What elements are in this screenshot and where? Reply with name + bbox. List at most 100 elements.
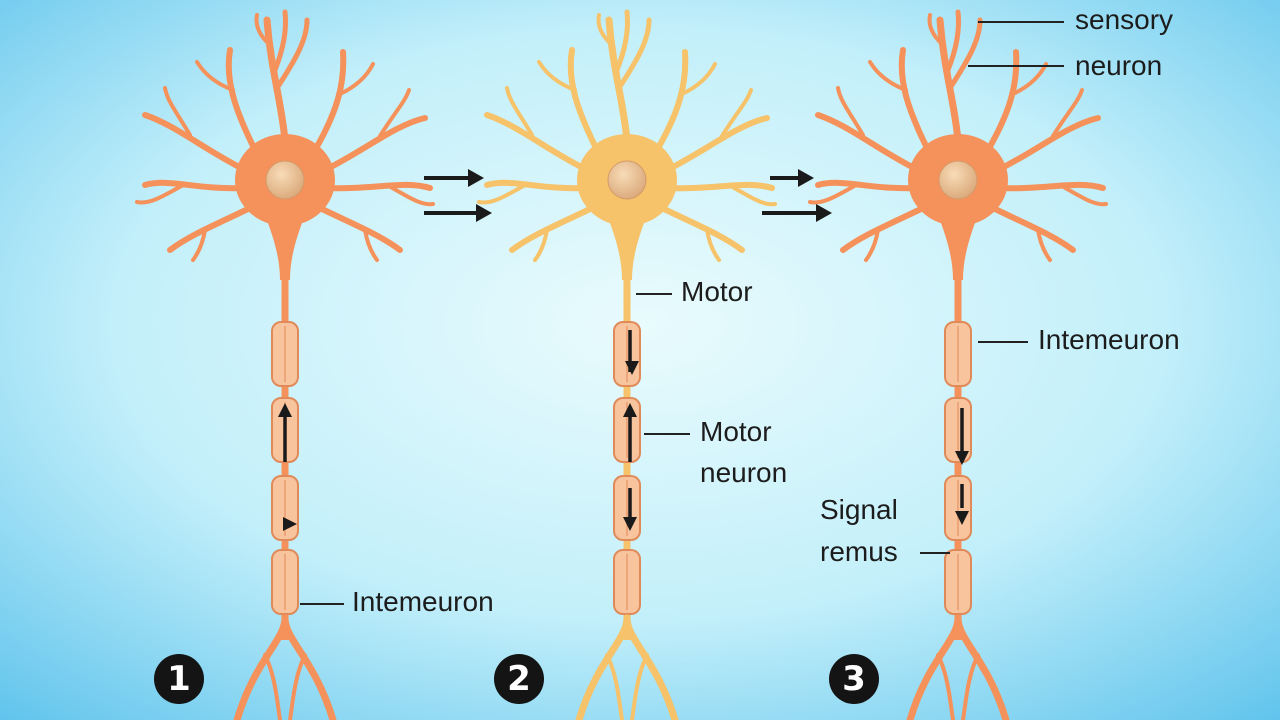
nucleus [607,160,647,200]
signal-arrow-head [623,403,637,417]
dendrite [276,17,310,88]
label-leader-lines [300,21,1064,605]
dendrite [1051,88,1084,138]
dendrite [505,86,534,137]
dendrite [720,88,753,138]
myelin-segment [271,475,299,541]
dendrite [1036,228,1052,262]
dendrite [191,228,207,262]
myelin-segment [944,321,972,387]
dendrite [614,9,630,73]
dendrite [995,181,1106,192]
step-arrows-1-to-2 [424,169,492,222]
dendrite [567,47,600,153]
dendrite [727,183,777,207]
dendrite [945,9,961,73]
dendrite [836,86,865,137]
dendrite [312,49,347,153]
neuron-3 [808,9,1108,724]
myelin-segment [613,549,641,615]
myelin-segment [271,321,299,387]
dendrite [363,228,379,262]
myelin-segment [613,397,641,463]
axon-hillock [605,210,649,280]
step-arrows-layer [424,169,832,222]
axon-hillock [263,210,307,280]
label-interneuron-left: Intemeuron [352,586,494,617]
dendrite [385,183,435,207]
label-signal-line1: Signal [820,494,898,525]
signal-arrow-head [625,361,639,375]
axon-hillock [936,210,980,280]
dendrite [808,182,860,205]
axon-terminal [605,653,624,722]
dendrite [680,62,717,96]
label-signal-line2: remus [820,536,898,567]
axon-terminal [623,614,679,724]
dendrite [605,16,631,144]
signal-arrow-head [278,403,292,417]
step-arrow-head [476,204,492,222]
step-arrow-head [468,169,484,187]
dendrite [815,112,921,173]
myelin-segment [944,397,972,463]
dendrite [936,16,962,144]
label-interneuron-right: Intemeuron [1038,324,1180,355]
label-sensory: sensory [1075,4,1174,35]
dendrite [995,115,1101,173]
dendrite [654,49,689,153]
label-motor: Motor [681,276,753,307]
signal-arrows [278,330,969,531]
dendrite [322,181,433,192]
dendrite [484,112,590,173]
myelin-segment [613,475,641,541]
axon-terminal [954,614,1010,724]
signal-arrow-head [955,451,969,465]
neurons-layer [135,9,1108,724]
signal-arrow-head [283,517,297,531]
step-arrows-2-to-3 [762,169,832,222]
myelin-segment [271,549,299,615]
axon-terminal [288,653,307,722]
dendrite [338,62,375,96]
nucleus [265,160,305,200]
step-badge-1: 1 [154,654,204,704]
dendrite [195,60,235,92]
dendrite [664,181,775,192]
axon-terminal [263,653,282,722]
dendrite [868,60,908,92]
step-badge-3: 3 [829,654,879,704]
neuron-2 [477,9,777,724]
label-motor-neuron-line1: Motor [700,416,772,447]
signal-arrow-head [955,511,969,525]
dendrite [135,182,187,205]
dendrite [864,228,880,262]
dendrite [263,16,289,144]
signal-arrow-head [623,517,637,531]
dendrite [163,86,192,137]
dendrite [322,115,428,173]
myelin-segment [613,321,641,387]
axon-terminal [961,653,980,722]
dendrite [477,182,529,205]
nucleus [938,160,978,200]
label-neuron-top: neuron [1075,50,1163,81]
axon-terminal [630,653,649,722]
myelin-segment [944,549,972,615]
dendrite [596,13,614,47]
dendrite [225,47,258,153]
step-badge-2: 2 [494,654,544,704]
dendrite [985,49,1020,153]
axon-terminal [281,614,337,724]
dendrite [664,115,770,173]
dendrite [378,88,411,138]
step-arrow-head [816,204,832,222]
dendrite [533,228,549,262]
dendrite [705,228,721,262]
axon-terminal [936,653,955,722]
dendrite [898,47,931,153]
dendrite [927,13,945,47]
dendrite [142,112,248,173]
